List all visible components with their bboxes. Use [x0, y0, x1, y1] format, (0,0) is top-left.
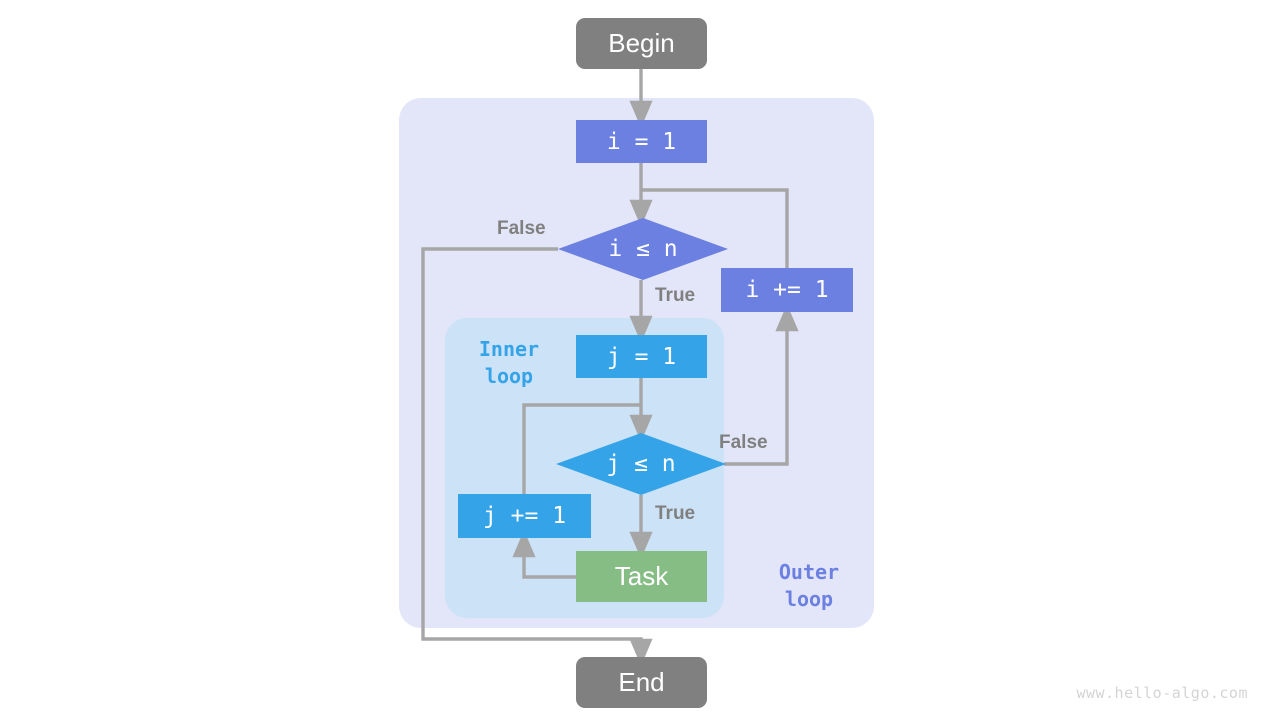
node-j-init-label: j = 1 — [606, 343, 677, 370]
edge-label-i-false: False — [497, 218, 546, 239]
edge-label-j-true: True — [655, 503, 696, 524]
node-j-cond[interactable]: j ≤ n — [556, 433, 726, 495]
edge-label-i-true: True — [655, 285, 696, 306]
edge-label-j-false: False — [719, 432, 768, 453]
diamond-shape — [556, 433, 726, 495]
node-end-label: End — [618, 667, 665, 697]
inner-loop-label: Inner loop — [478, 337, 540, 388]
node-j-init[interactable]: j = 1 — [576, 335, 707, 378]
node-i-cond-label: i ≤ n — [608, 236, 678, 262]
node-task[interactable]: Task — [576, 551, 707, 602]
node-j-cond-label: j ≤ n — [606, 451, 676, 477]
node-task-label: Task — [614, 561, 669, 591]
node-i-cond[interactable]: i ≤ n — [558, 218, 728, 280]
diamond-shape — [558, 218, 728, 280]
node-i-init-label: i = 1 — [606, 128, 677, 155]
node-i-inc[interactable]: i += 1 — [721, 268, 853, 312]
outer-loop-label: Outer loop — [778, 560, 840, 611]
node-end[interactable]: End — [576, 657, 707, 708]
node-begin-label: Begin — [608, 28, 675, 58]
node-i-inc-label: i += 1 — [745, 277, 829, 303]
node-j-inc[interactable]: j += 1 — [458, 494, 591, 538]
node-begin[interactable]: Begin — [576, 18, 707, 69]
watermark: www.hello-algo.com — [1076, 684, 1248, 702]
node-j-inc-label: j += 1 — [482, 503, 567, 529]
node-i-init[interactable]: i = 1 — [576, 120, 707, 163]
